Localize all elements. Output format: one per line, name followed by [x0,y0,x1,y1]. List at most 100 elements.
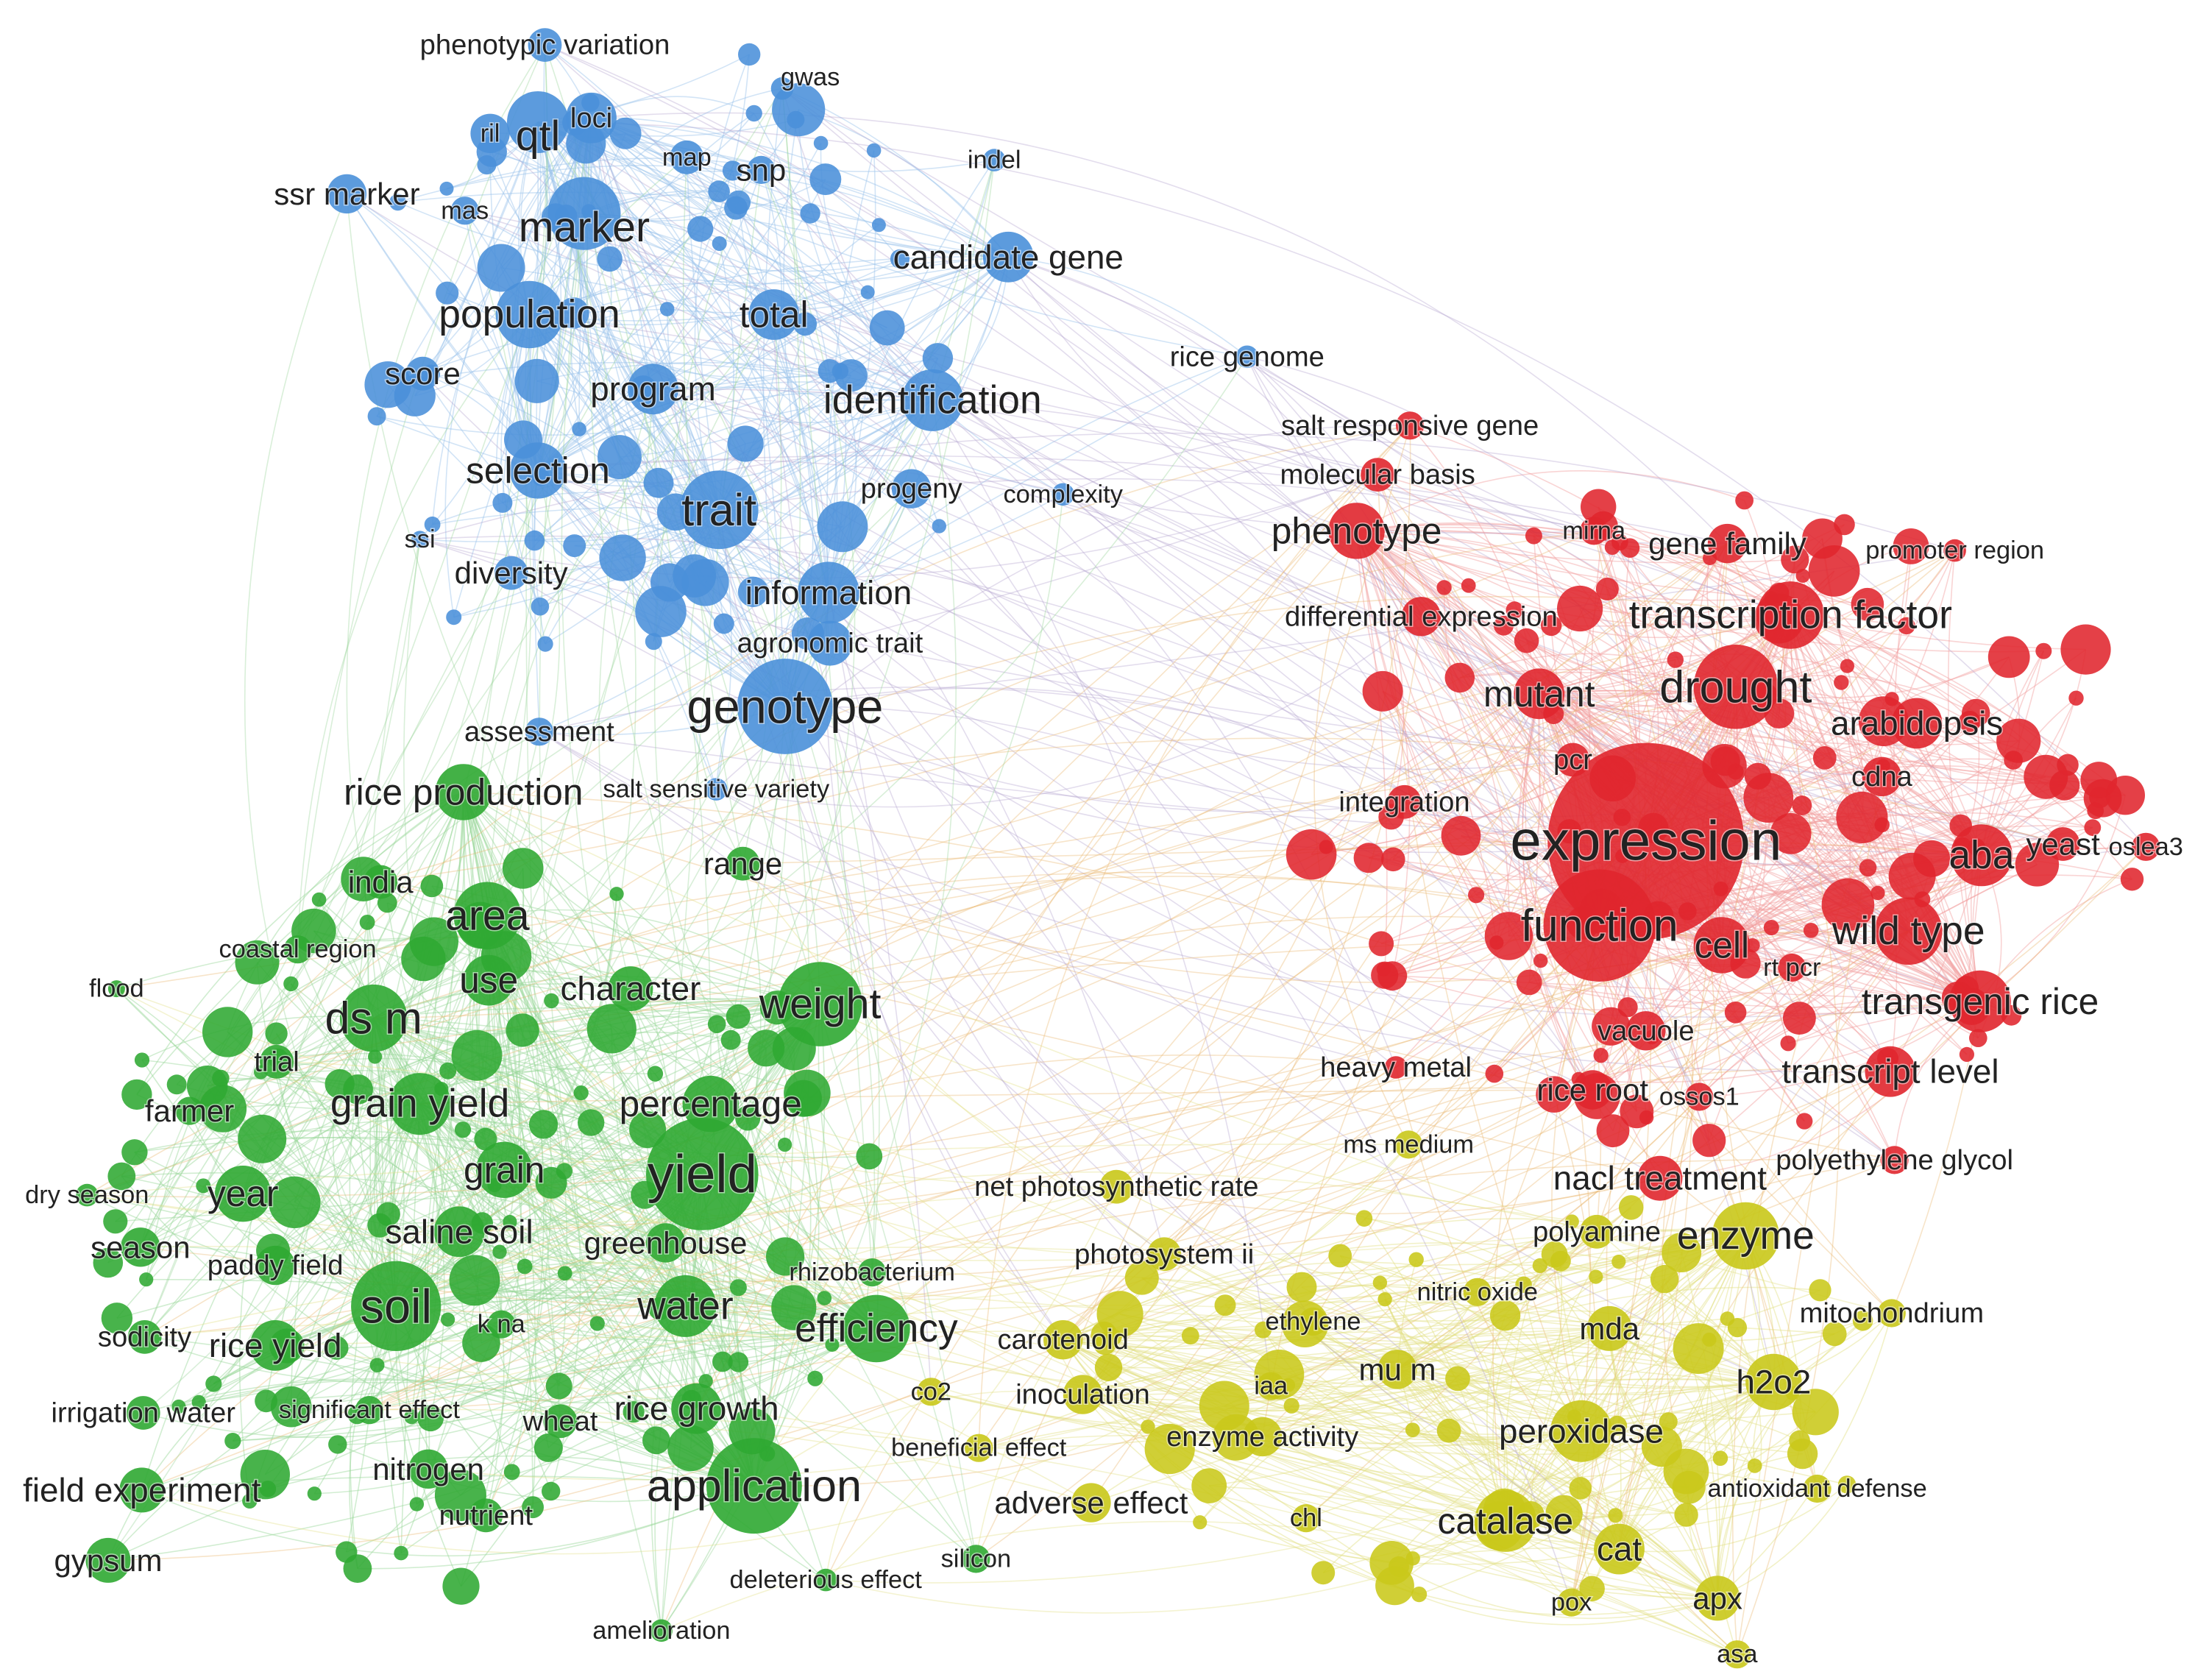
edge-blue [805,256,1009,325]
node-green [735,1105,761,1131]
label-mas: mas [441,196,489,224]
edge-red [1627,930,1909,1008]
edge-red [1392,693,1540,860]
node-red [1763,920,1779,935]
label-ds-m: ds m [325,993,422,1043]
node-rhizobacterium [858,1258,887,1287]
edge-blue-red [529,313,1791,616]
edge-yellow [1104,1319,1398,1370]
edge-red [1539,693,2065,786]
edge-blue-yellow [828,592,1398,1370]
label-mda: mda [1579,1311,1639,1346]
node-farmer [175,1096,204,1125]
node-blue [800,203,820,224]
edge-green [379,1222,686,1307]
node-yellow [1144,1423,1195,1475]
node-ethylene [1299,1307,1327,1336]
edge-green [386,902,755,1486]
edge-yellow [1082,1238,1759,1411]
node-red [2120,868,2144,891]
edge-red-yellow [1262,930,1909,1437]
edge-yellow [1291,1405,1506,1522]
node-blue [364,361,411,408]
node-yellow [1311,1561,1336,1585]
label-salt-responsive-gene: salt responsive gene [1281,410,1539,442]
edge-blue-green [665,494,1064,1244]
edge-yellow [1113,1300,1610,1338]
label-score: score [385,356,461,391]
node-green [328,1435,347,1454]
node-complexity [1052,483,1074,506]
edge-green-yellow [753,1390,1083,1486]
edge-red [1539,693,2019,746]
edge-blue-yellow [784,706,1064,1341]
edge-red [1356,523,2014,761]
edge-yellow [1505,1310,1774,1383]
edge-green-yellow [369,1304,1774,1411]
edge-red [1721,721,1971,946]
node-program [628,364,678,415]
edge-green-red [380,737,2063,883]
edge-blue-red [1247,356,1737,687]
edge-blue-red [784,550,1955,707]
node-red [1851,587,1884,621]
edge-green-yellow [560,1420,1092,1503]
node-red [1803,923,1819,938]
node-green [517,1258,533,1275]
edge-green [373,1017,566,1274]
edge-green-yellow [503,1169,1582,1449]
node-red [1969,1029,1987,1047]
edge-red-yellow [1731,723,1918,1655]
node-area [453,882,522,950]
edge-green-red [820,425,1411,1005]
node-field-experiment [119,1467,165,1513]
edge-green [107,1305,686,1562]
edge-green [313,930,820,1006]
edge-green [487,909,821,1005]
edge-blue-red [539,731,1982,857]
edge-red [1765,695,1981,1002]
edge-red [1356,524,1791,616]
edge-green-red [369,1087,1593,1411]
edge-blue-red [1008,256,1891,1072]
edge-red-yellow [1116,543,1728,1188]
edge-red [1539,693,2099,784]
node-red [2024,754,2068,799]
node-beneficial-effect [965,1433,993,1462]
node-salt-responsive-gene [1396,411,1425,440]
edge-blue-red [537,459,1573,761]
node-rt-pcr [1778,953,1806,982]
node-ds-m [339,984,408,1052]
edge-yellow [1082,1329,1264,1397]
label-photosystem-ii: photosystem ii [1074,1238,1254,1270]
node-inoculation [1063,1375,1103,1414]
edge-green [313,930,703,1175]
label-cat: cat [1597,1531,1642,1568]
node-vacuole [1626,1011,1666,1051]
edge-yellow [1104,1343,1774,1396]
node-information [798,561,859,624]
node-red [1494,615,1514,636]
edge-blue [537,243,720,471]
edge-red-yellow [1116,1177,1661,1215]
node-yellow [1650,1264,1679,1294]
node-yellow [1445,1366,1470,1392]
label-transcription-factor: transcription factor [1629,593,1952,637]
label-significant-effect: significant effect [279,1396,460,1424]
edge-blue-red [1247,356,1791,616]
edge-green [207,1085,755,1486]
edge-red [1528,693,1541,982]
edge-yellow [1457,1378,1620,1550]
edge-red [1735,687,1789,1044]
edge-green [260,1071,755,1486]
node-green [439,1062,457,1080]
edge-blue [798,110,933,401]
node-nacl-treatment [1637,1155,1683,1201]
node-iaa [1257,1372,1286,1400]
label-ethylene: ethylene [1265,1308,1361,1336]
node-gypsum [85,1537,131,1583]
node-green [376,1202,400,1227]
node-population [495,280,564,349]
edge-red-yellow [1403,801,1598,1603]
